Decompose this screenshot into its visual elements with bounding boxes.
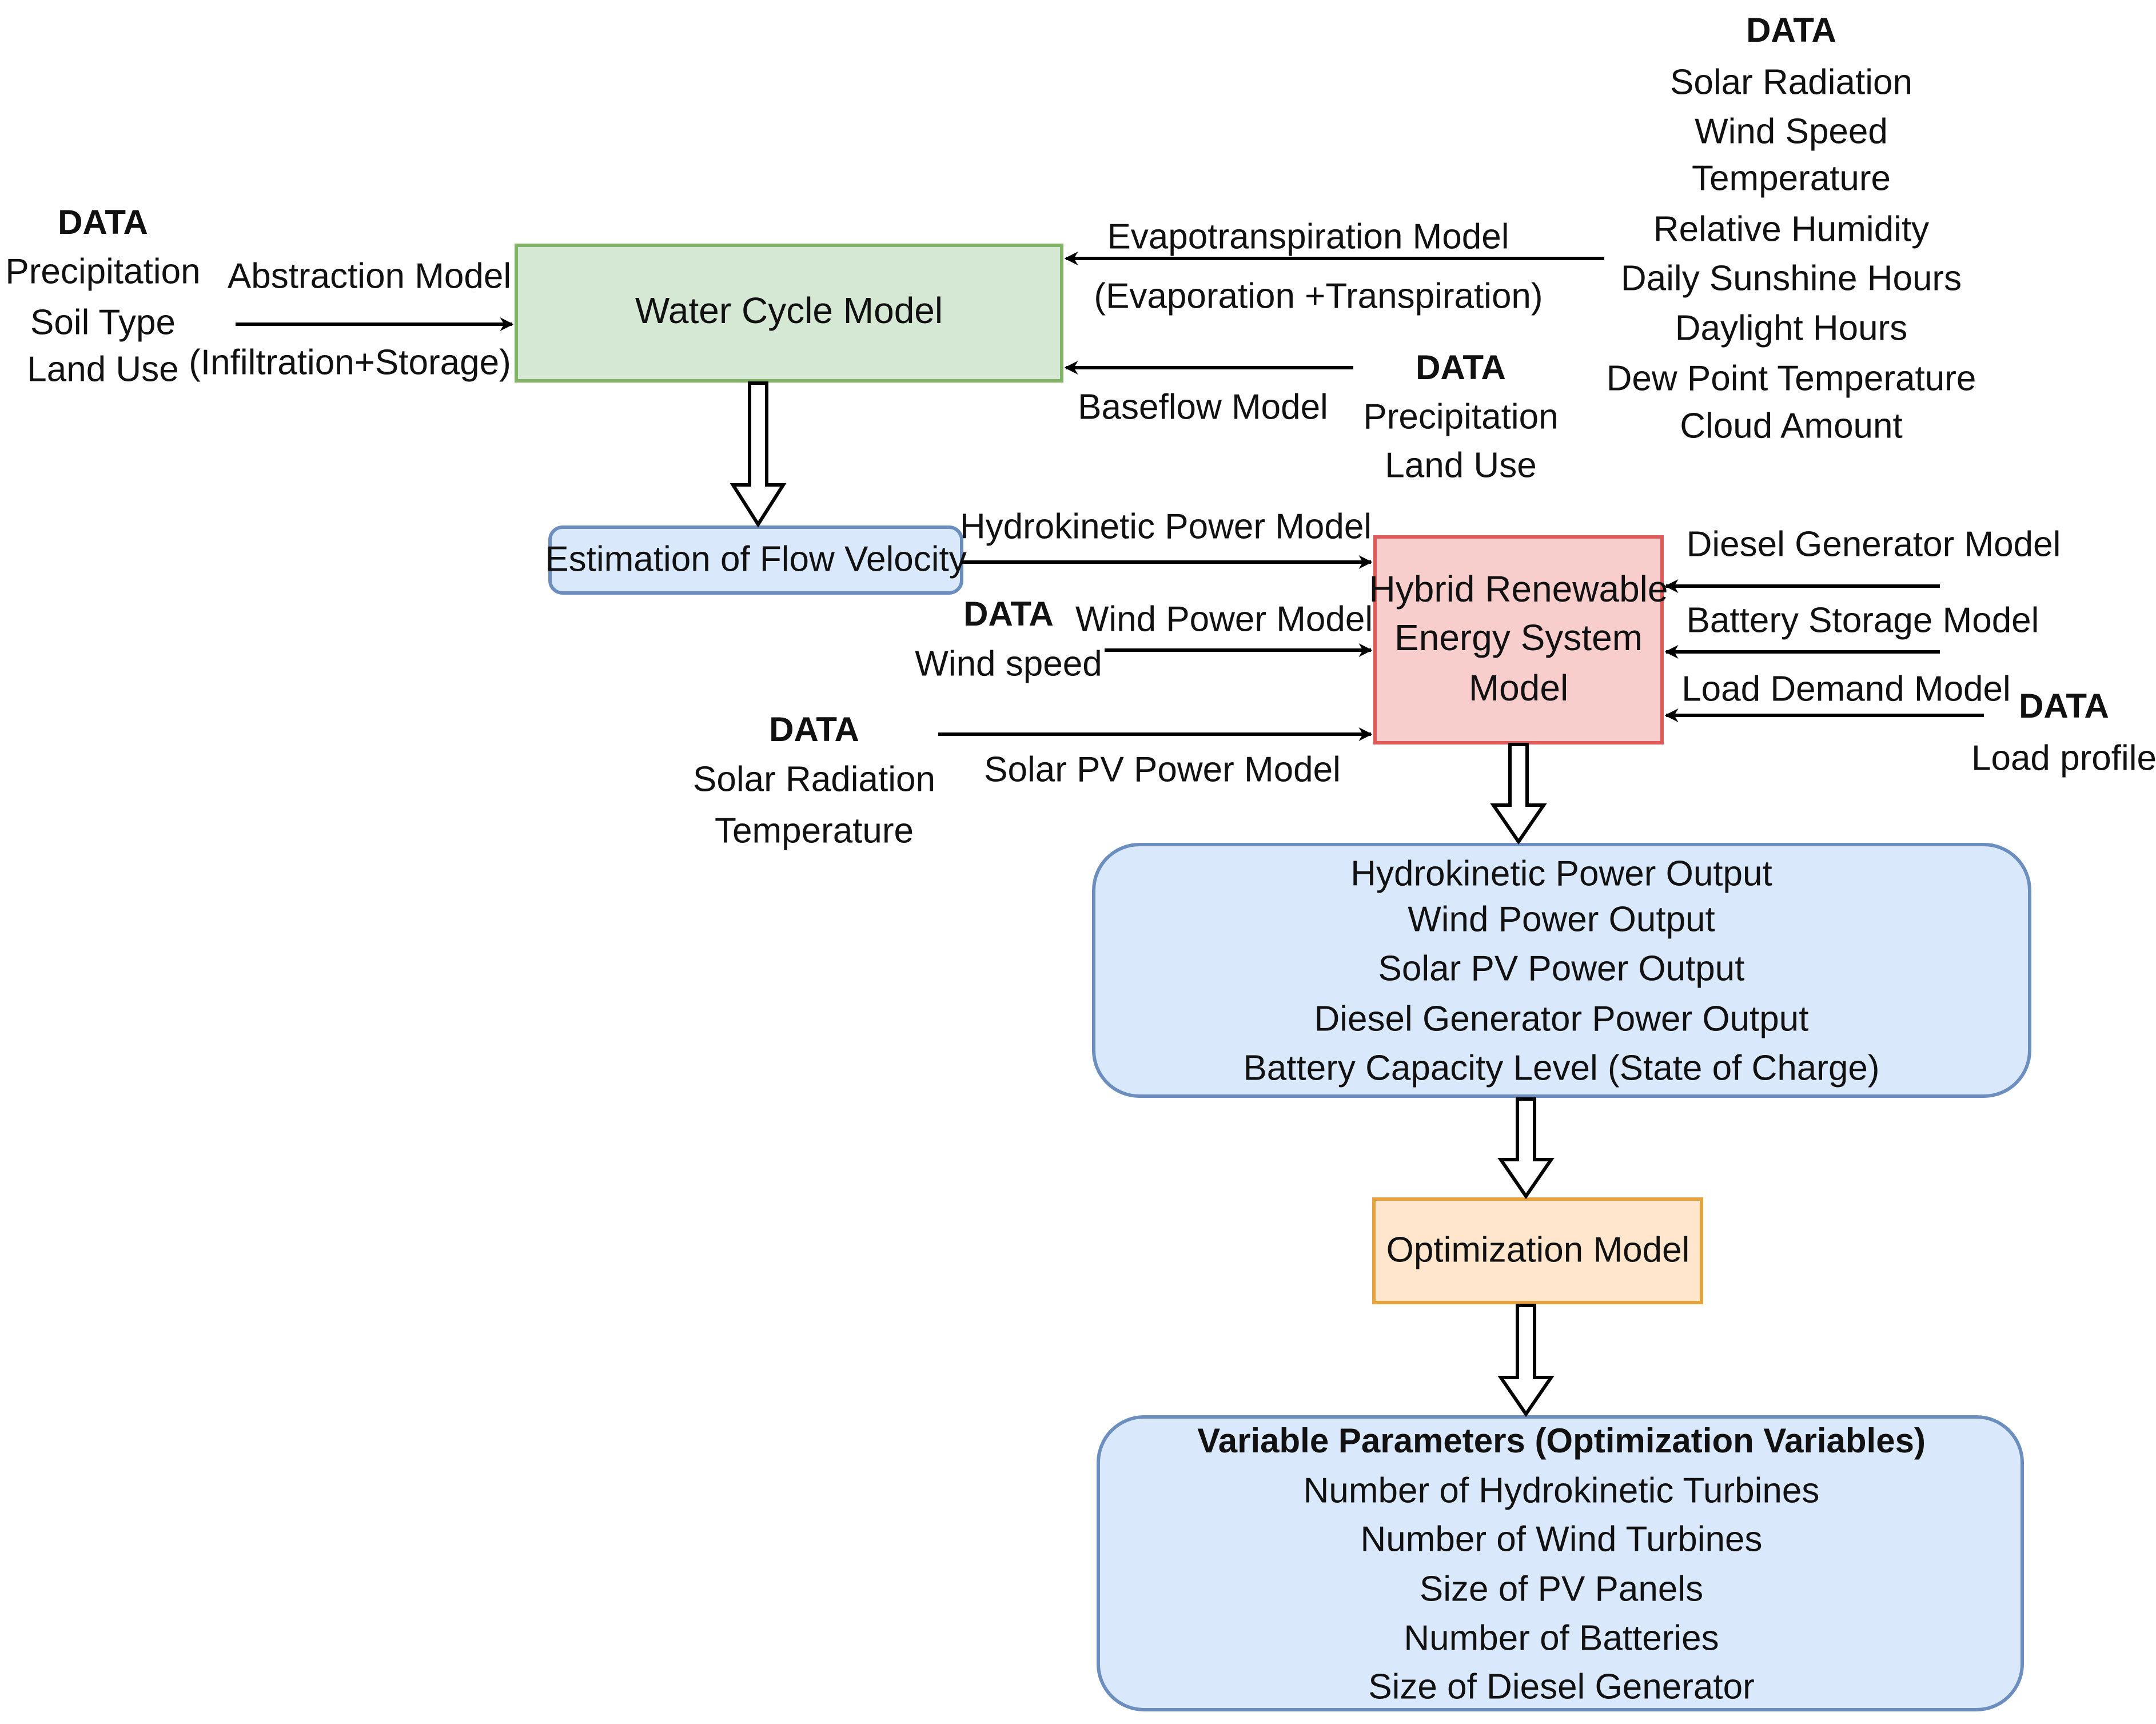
water-cycle-box [515,244,1063,383]
baseflow-data-item: Land Use [1385,445,1536,485]
top-right-data-item: Cloud Amount [1680,406,1902,445]
baseflow-data-heading: DATA [1416,348,1506,387]
top-right-data-item: Temperature [1692,158,1891,198]
diesel-label: Diesel Generator Model [1687,524,2061,564]
variable-item: Number of Wind Turbines [1361,1519,1763,1559]
block-arrow-outputs-to-optimization [1497,1097,1555,1200]
top-right-data-item: Wind Speed [1695,112,1888,151]
output-item: Battery Capacity Level (State of Charge) [1243,1048,1879,1088]
output-item: Hydrokinetic Power Output [1350,854,1772,893]
variable-item: Size of Diesel Generator [1368,1667,1754,1706]
abstraction-sublabel: (Infiltration+Storage) [189,343,511,382]
hybrid-system-box [1373,535,1664,744]
hybrid-system-line-1: Hybrid Renewable [1369,568,1668,610]
top-right-data-item: Daylight Hours [1675,308,1908,348]
solar-data-item: Solar Radiation [693,759,935,799]
flow-velocity-box [548,525,963,595]
top-right-data-item: Solar Radiation [1670,62,1912,102]
battery-label: Battery Storage Model [1687,600,2039,640]
water-cycle-label: Water Cycle Model [635,290,943,331]
baseflow-data-item: Precipitation [1363,397,1558,436]
wind-power-label: Wind Power Model [1075,599,1373,639]
hybrid-system-line-3: Model [1469,667,1568,708]
top-right-data-item: Dew Point Temperature [1607,359,1976,398]
top-right-data-item: Daily Sunshine Hours [1621,258,1962,298]
output-item: Wind Power Output [1408,899,1715,939]
left-data-item: Land Use [27,349,178,389]
baseflow-label: Baseflow Model [1078,387,1328,427]
solar-data-item: Temperature [715,811,914,850]
output-item: Diesel Generator Power Output [1314,999,1809,1038]
variables-box [1097,1415,2024,1711]
wind-data-heading: DATA [963,595,1054,633]
variable-item: Number of Batteries [1404,1618,1719,1658]
block-arrow-optimization-to-variables [1497,1304,1555,1418]
solar-pv-label: Solar PV Power Model [984,750,1341,789]
optimization-box [1372,1197,1703,1304]
output-item: Solar PV Power Output [1378,949,1745,988]
hydrokinetic-label: Hydrokinetic Power Model [960,507,1372,546]
abstraction-label: Abstraction Model [228,256,511,296]
hybrid-system-line-2: Energy System [1394,617,1643,658]
load-demand-label: Load Demand Model [1681,669,2011,708]
evapotranspiration-label: Evapotranspiration Model [1107,217,1509,256]
top-right-data-item: Relative Humidity [1653,209,1929,249]
evapotranspiration-sublabel: (Evaporation +Transpiration) [1094,276,1543,316]
left-data-item: Precipitation [5,252,200,291]
variables-heading: Variable Parameters (Optimization Variab… [1197,1422,1926,1460]
block-arrow-hybrid-to-outputs [1490,743,1547,845]
load-data-heading: DATA [2019,687,2109,725]
flow-velocity-label: Estimation of Flow Velocity [545,539,966,579]
left-data-heading: DATA [58,203,148,241]
load-data-item: Load profile [1971,738,2156,778]
left-data-item: Soil Type [30,302,176,342]
block-arrow-water-to-velocity [730,381,787,528]
top-right-data-heading: DATA [1746,11,1836,49]
wind-data-item: Wind speed [915,644,1102,683]
variable-item: Number of Hydrokinetic Turbines [1304,1471,1820,1510]
optimization-label: Optimization Model [1386,1230,1690,1269]
outputs-box [1092,843,2031,1098]
variable-item: Size of PV Panels [1420,1569,1703,1608]
solar-data-heading: DATA [769,710,859,748]
